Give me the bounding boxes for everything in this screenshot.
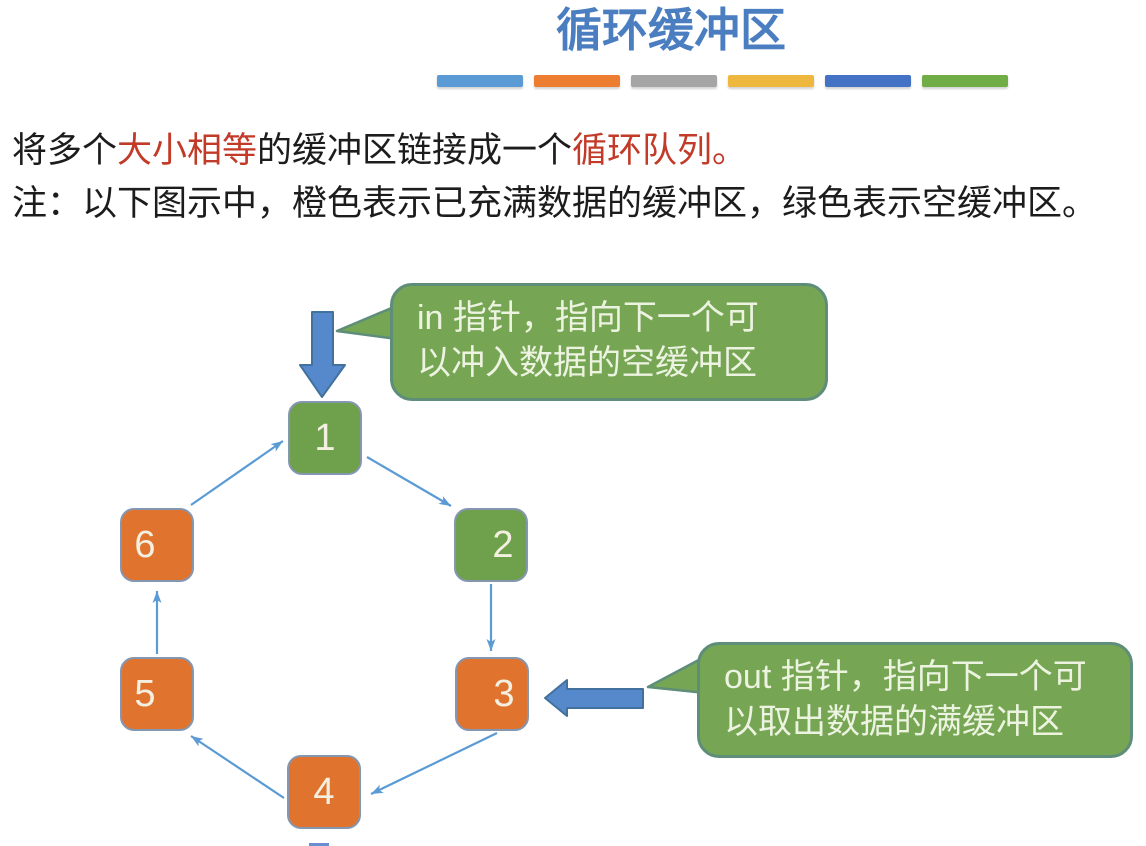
in-callout-line1: in 指针，指向下一个可	[417, 299, 759, 337]
intro-text: 将多个大小相等的缓冲区链接成一个循环队列。 注：以下图示中，橙色表示已充满数据的…	[12, 124, 1097, 230]
buffer-node-3: 3	[455, 657, 529, 731]
out-callout-line2: 以取出数据的满缓冲区	[724, 703, 1064, 741]
intro-line1-segment: 的缓冲区链接成一个	[257, 131, 573, 170]
clipped-shape-fragment	[309, 843, 329, 846]
connector-4-to-5	[190, 735, 285, 799]
connector-6-to-1	[190, 440, 284, 506]
intro-line2: 注：以下图示中，橙色表示已充满数据的缓冲区，绿色表示空缓冲区。	[12, 184, 1098, 223]
out-callout-line1: out 指针，指向下一个可	[724, 658, 1087, 696]
in-pointer-arrow-icon	[299, 311, 346, 398]
accent-bar	[437, 75, 523, 87]
accent-bar	[534, 75, 620, 87]
page-title: 循环缓冲区	[556, 5, 786, 56]
accent-bar	[728, 75, 814, 87]
buffer-node-label: 2	[492, 523, 514, 566]
intro-line1-segment: 循环队列。	[572, 131, 748, 170]
buffer-node-1: 1	[288, 401, 362, 475]
accent-bar	[825, 75, 911, 87]
intro-line1: 将多个大小相等的缓冲区链接成一个循环队列。	[12, 124, 1097, 177]
buffer-node-label: 3	[493, 672, 515, 715]
buffer-node-6: 6	[120, 508, 194, 582]
accent-bar	[922, 75, 1008, 87]
ring-connectors	[152, 440, 498, 799]
out-pointer-callout: out 指针，指向下一个可 以取出数据的满缓冲区	[697, 642, 1133, 758]
buffer-node-label: 1	[314, 416, 336, 459]
buffer-node-label: 4	[313, 770, 335, 813]
intro-line1-segment: 大小相等	[117, 131, 258, 170]
buffer-node-2: 2	[454, 508, 528, 582]
connector-1-to-2	[366, 456, 452, 507]
connector-3-to-4	[370, 732, 498, 795]
buffer-node-label: 5	[134, 672, 156, 715]
accent-bar	[631, 75, 717, 87]
title-underline-bars	[437, 75, 1008, 87]
in-callout-line2: 以冲入数据的空缓冲区	[417, 344, 757, 382]
out-pointer-arrow-icon	[544, 679, 644, 717]
buffer-node-5: 5	[120, 657, 194, 731]
buffer-node-label: 6	[134, 523, 156, 566]
in-pointer-callout: in 指针，指向下一个可 以冲入数据的空缓冲区	[390, 283, 828, 401]
buffer-node-4: 4	[287, 755, 361, 829]
intro-line1-segment: 将多个	[12, 131, 118, 170]
